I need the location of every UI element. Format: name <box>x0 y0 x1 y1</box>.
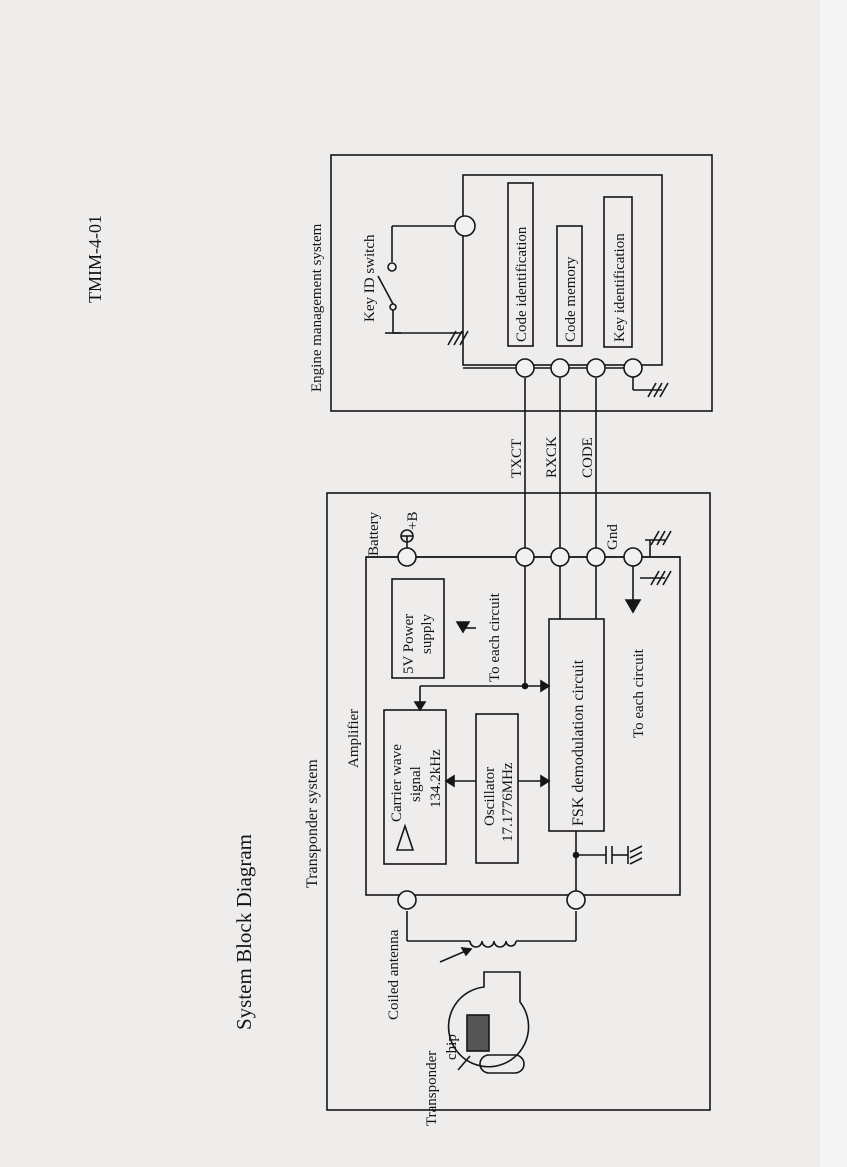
code-memory-label: Code memory <box>563 256 579 342</box>
code-identification-label: Code identification <box>514 226 530 342</box>
connector-gnd <box>623 547 643 567</box>
engine-management-label: Engine management system <box>309 223 325 392</box>
battery-plus-label: +B <box>405 512 421 530</box>
key-switch-terminal <box>454 215 476 237</box>
power-supply-line-1: 5V Power <box>401 614 417 674</box>
coil-icon <box>469 940 517 948</box>
txct-label: TXCT <box>509 439 525 478</box>
connector-antenna-2 <box>566 890 586 910</box>
code-identification-block <box>507 182 534 347</box>
key-identification-block <box>603 196 633 348</box>
arrow-head <box>540 774 551 788</box>
coiled-antenna-label: Coiled antenna <box>386 929 402 1020</box>
ecu-connector-code <box>586 358 606 378</box>
transponder-chip-line-1: Transponder <box>424 1051 440 1126</box>
to-each-circuit-upper: To each circuit <box>487 592 503 682</box>
page-edge <box>820 0 847 1167</box>
transponder-chip-line-2: chip <box>444 1034 460 1060</box>
rxck-label: RXCK <box>544 436 560 478</box>
code-label: CODE <box>580 437 596 478</box>
connector-code <box>586 547 606 567</box>
fsk-demodulation-label: FSK demodulation circuit <box>570 659 587 826</box>
connector-rxck <box>550 547 570 567</box>
engine-management-box <box>330 154 713 412</box>
carrier-wave-line-2: signal <box>408 766 424 802</box>
code-memory-block <box>556 225 583 347</box>
ecu-connector-gnd <box>623 358 643 378</box>
transponder-chip-icon <box>466 1014 490 1052</box>
arrow-head <box>624 599 642 614</box>
key-switch-lever <box>377 275 394 305</box>
key-identification-label: Key identification <box>612 233 628 342</box>
carrier-wave-line-1: Carrier wave <box>389 744 405 822</box>
transponder-system-box <box>326 492 711 1111</box>
connector-antenna-1 <box>397 890 417 910</box>
to-each-circuit-lower: To each circuit <box>631 648 647 738</box>
power-supply-block <box>391 578 445 679</box>
transponder-system-label: Transponder system <box>304 759 321 888</box>
arrow-head <box>413 701 427 712</box>
arrow-head <box>540 679 551 693</box>
power-supply-line-2: supply <box>419 613 435 654</box>
diagram-title: System Block Diagram <box>232 834 256 1030</box>
doc-code: TMIM-4-01 <box>85 215 105 303</box>
oscillator-block <box>475 713 519 864</box>
arrow-head <box>444 774 455 788</box>
ecu-connector-txct <box>515 358 535 378</box>
key-fob-icon <box>447 971 530 1068</box>
carrier-wave-block <box>383 709 447 865</box>
oscillator-line-2: 17.1776MHz <box>500 762 516 842</box>
key-id-switch-label: Key ID switch <box>362 234 378 322</box>
connector-battery <box>397 547 417 567</box>
arrow-head <box>455 621 471 634</box>
amplifier-label: Amplifier <box>346 709 362 768</box>
carrier-wave-line-3: 134.2kHz <box>428 749 444 808</box>
oscillator-line-1: Oscillator <box>482 767 498 826</box>
ecu-connector-rxck <box>550 358 570 378</box>
connector-txct <box>515 547 535 567</box>
battery-label: Battery <box>366 511 382 556</box>
gnd-label: Gnd <box>605 524 621 550</box>
amplifier-triangle-icon <box>395 823 415 851</box>
